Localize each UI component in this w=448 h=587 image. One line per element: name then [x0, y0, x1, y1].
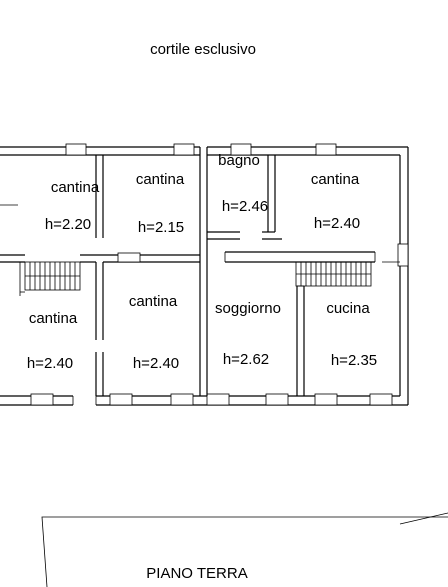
courtyard-label: cortile esclusivo — [150, 41, 256, 58]
room-height: h=2.35 — [331, 352, 377, 369]
room-name: cucina — [326, 300, 370, 317]
room-height: h=2.40 — [314, 215, 360, 232]
top-windows — [65, 143, 337, 156]
room-height: h=2.15 — [138, 219, 184, 236]
room-height: h=2.40 — [133, 355, 179, 372]
room-cantina-5: cantina h=2.40 — [129, 293, 179, 372]
room-height: h=2.20 — [45, 216, 91, 233]
room-name: cantina — [311, 171, 360, 188]
bottom-windows — [30, 393, 393, 406]
room-cucina: cucina h=2.35 — [326, 300, 377, 369]
room-name: soggiorno — [215, 300, 281, 317]
stair-right — [295, 261, 372, 287]
room-soggiorno: soggiorno h=2.62 — [215, 300, 281, 368]
room-name: cantina — [29, 310, 78, 327]
room-cantina-2: cantina h=2.15 — [136, 171, 185, 236]
room-height: h=2.40 — [27, 355, 73, 372]
room-name: cantina — [129, 293, 178, 310]
room-height: h=2.46 — [222, 198, 268, 215]
floor-label: PIANO TERRA — [146, 565, 247, 582]
room-name: bagno — [218, 152, 260, 169]
room-height: h=2.62 — [223, 351, 269, 368]
room-name: cantina — [136, 171, 185, 188]
room-cantina-3: cantina h=2.40 — [311, 171, 360, 232]
room-cantina-1: cantina h=2.20 — [45, 179, 100, 233]
room-bagno: bagno h=2.46 — [218, 152, 268, 215]
room-cantina-4: cantina h=2.40 — [27, 310, 78, 372]
stair-left — [19, 261, 81, 296]
property-boundary — [41, 512, 448, 587]
room-name: cantina — [51, 179, 100, 196]
